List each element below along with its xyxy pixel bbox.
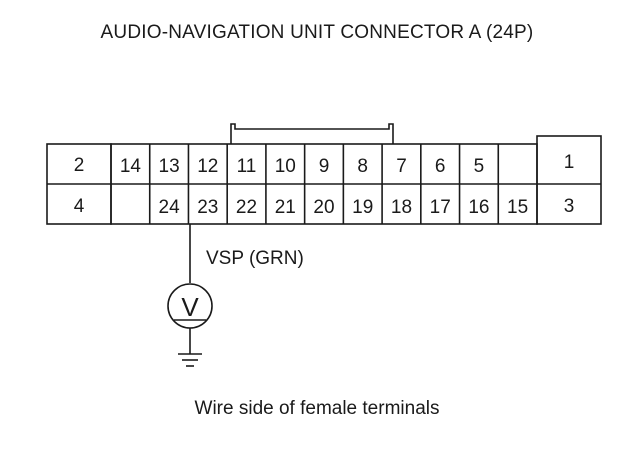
terminal-18: 18 <box>391 197 412 218</box>
terminal-11: 11 <box>237 156 257 177</box>
diagram-title: AUDIO-NAVIGATION UNIT CONNECTOR A (24P) <box>100 22 534 43</box>
terminal-7: 7 <box>396 156 407 177</box>
pin-label-1: 1 <box>564 152 575 173</box>
terminal-5: 5 <box>474 156 485 177</box>
pin-label-2: 2 <box>74 155 85 176</box>
terminal-16: 16 <box>468 197 489 218</box>
terminal-23: 23 <box>197 197 218 218</box>
terminal-21: 21 <box>275 197 296 218</box>
diagram-caption: Wire side of female terminals <box>194 398 440 419</box>
terminal-15: 15 <box>507 197 528 218</box>
ground-icon <box>178 353 202 367</box>
voltmeter-symbol: V <box>181 292 199 322</box>
terminal-14: 14 <box>120 156 142 177</box>
pin-label-4: 4 <box>74 196 85 217</box>
terminal-9: 9 <box>319 156 330 177</box>
terminal-6: 6 <box>435 156 446 177</box>
terminal-13: 13 <box>159 156 180 177</box>
voltmeter-icon: V <box>167 283 213 329</box>
terminal-10: 10 <box>275 156 296 177</box>
terminal-12: 12 <box>197 156 218 177</box>
terminal-20: 20 <box>313 197 334 218</box>
connector-lock-tab <box>230 123 394 144</box>
terminal-17: 17 <box>430 197 451 218</box>
terminal-24: 24 <box>159 197 181 218</box>
terminal-8: 8 <box>357 156 368 177</box>
pin-label-3: 3 <box>564 196 575 217</box>
probe-label: VSP (GRN) <box>206 248 304 269</box>
terminal-22: 22 <box>236 197 257 218</box>
terminal-19: 19 <box>352 197 373 218</box>
